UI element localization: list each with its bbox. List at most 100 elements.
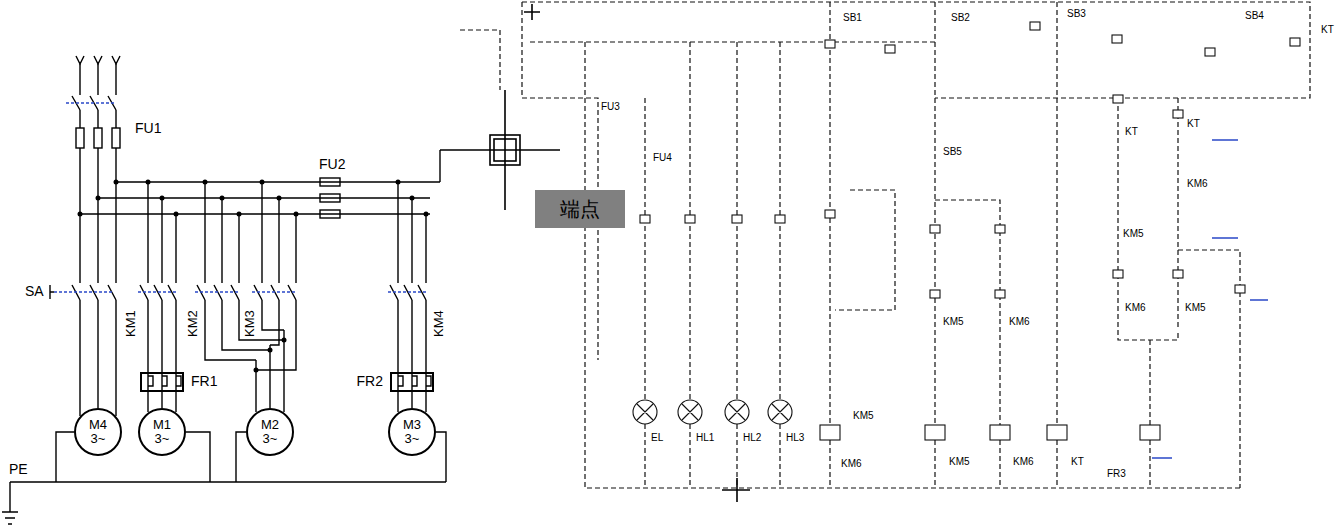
control-symbols: [633, 22, 1300, 440]
junction-dots: [78, 212, 83, 217]
junction-dots: [254, 368, 259, 373]
motor-circle: M33~: [388, 408, 436, 456]
power-wiring: [320, 178, 340, 186]
part-label: PE: [8, 462, 29, 477]
motor-circle: M13~: [138, 408, 186, 456]
part-label: KT: [1124, 126, 1139, 137]
power-wiring: [76, 56, 120, 64]
part-label: KM6: [1008, 316, 1031, 327]
junction-dots: [237, 212, 242, 217]
junction-dots: [174, 212, 179, 217]
cursor: [440, 4, 750, 502]
node-sublabel: 3~: [405, 432, 420, 446]
wire-connector: [161, 392, 162, 408]
contact-link: [1152, 140, 1268, 458]
control-symbols: [1113, 270, 1123, 278]
node-label: M1: [153, 418, 171, 432]
contactor-label: KM3: [243, 309, 257, 338]
control-symbols: [995, 225, 1005, 233]
control-wiring: [830, 2, 895, 488]
junction-dots: [294, 212, 299, 217]
thermal-relay: FR1: [140, 372, 184, 392]
control-wiring: [460, 2, 1310, 488]
node-sublabel: 3~: [155, 432, 170, 446]
power-wiring: [80, 182, 440, 214]
motor-circle: M23~: [246, 408, 294, 456]
junction-dots: [260, 180, 265, 185]
part-label: HL3: [785, 432, 805, 443]
contactor-label: KM4: [432, 309, 446, 338]
part-label: KM6: [1124, 302, 1147, 313]
control-symbols: [732, 215, 742, 223]
control-symbols: [1205, 48, 1215, 56]
node-sublabel: 3~: [263, 432, 278, 446]
control-symbols: [637, 404, 788, 420]
control-symbols: [995, 290, 1005, 298]
control-symbols: [1173, 110, 1183, 118]
junction-dots: [424, 212, 429, 217]
control-symbols: [1235, 285, 1245, 293]
junction-dots: [160, 196, 165, 201]
control-symbols: [925, 425, 945, 440]
control-wiring: [645, 42, 780, 488]
part-label: KT: [1070, 456, 1085, 467]
node-label: 端点: [560, 198, 600, 220]
node-label: M2: [261, 418, 279, 432]
part-label: SB5: [942, 146, 963, 157]
part-label: SA: [24, 284, 45, 299]
junction-dots: [277, 196, 282, 201]
cursor: [494, 139, 516, 161]
part-label: HL2: [742, 432, 762, 443]
control-symbols: [1113, 95, 1123, 103]
control-symbols: [1030, 22, 1040, 30]
motor-circle: M43~: [74, 408, 122, 456]
part-label: KT: [1186, 118, 1201, 129]
contact-link: [1152, 140, 1268, 458]
control-symbols: [685, 215, 695, 223]
junction-dots: [114, 180, 119, 185]
control-symbols: [1112, 35, 1122, 43]
control-symbols: [930, 290, 940, 298]
control-symbols: [820, 425, 840, 440]
control-symbols: [825, 40, 835, 48]
part-label: FU2: [318, 157, 346, 172]
control-wiring: [522, 2, 1310, 488]
control-symbols: [775, 215, 785, 223]
junction-dots: [146, 180, 151, 185]
control-wiring: [935, 2, 1057, 488]
part-label: KM6: [1186, 178, 1209, 189]
terminal-box: 端点: [535, 190, 625, 228]
power-wiring: [320, 210, 340, 218]
node-sublabel: 3~: [91, 432, 106, 446]
part-label: SB3: [1066, 8, 1087, 19]
node-label: M4: [89, 418, 107, 432]
part-label: FU4: [652, 152, 673, 163]
power-wiring: [320, 194, 340, 202]
control-symbols: [640, 215, 650, 223]
node-label: M3: [403, 418, 421, 432]
control-symbols: [1047, 425, 1067, 440]
contactor-label: KM2: [186, 309, 200, 338]
power-wiring: [256, 182, 296, 370]
power-wiring: [112, 128, 120, 148]
node-label: FR1: [190, 374, 218, 389]
control-symbols: [990, 425, 1010, 440]
control-wiring: [460, 30, 500, 90]
junction-dots: [78, 180, 429, 373]
power-wiring: [2, 482, 446, 524]
cursor: [490, 135, 520, 165]
part-label: KM6: [840, 458, 863, 469]
junction-dots: [268, 348, 273, 353]
part-label: SB4: [1244, 10, 1265, 21]
control-symbols: [1290, 38, 1300, 46]
junction-dots: [282, 338, 287, 343]
power-wiring: [50, 285, 54, 299]
part-label: SB2: [950, 12, 971, 23]
part-label: KM5: [948, 456, 971, 467]
control-symbols: [825, 210, 835, 218]
power-wiring: [205, 182, 284, 360]
power-wiring: [148, 182, 176, 412]
